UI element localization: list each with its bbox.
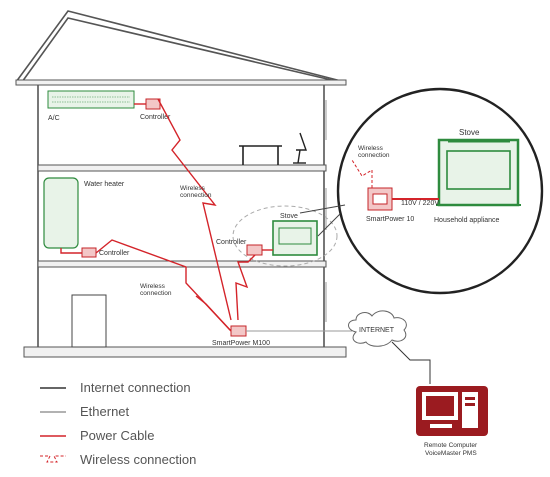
- stove-highlight: [232, 205, 338, 267]
- power-cables: [95, 239, 232, 332]
- controller-stove: [246, 244, 263, 256]
- controller-ac: [145, 98, 161, 110]
- smartpower-m100-label: SmartPower M100: [212, 340, 270, 347]
- legend: Internet connection Ethernet Power Cable…: [40, 380, 196, 467]
- zoom-household-label: Household appliance: [434, 217, 499, 224]
- table: [239, 145, 282, 165]
- controller-2-label: Controller: [99, 250, 130, 257]
- water-heater: [43, 177, 79, 249]
- internet-label: INTERNET: [359, 327, 395, 334]
- legend-swatch-wireless: [40, 455, 66, 463]
- legend-item-ethernet: Ethernet: [80, 404, 130, 419]
- controller-1-label: Controller: [140, 114, 171, 121]
- ac-label: A/C: [48, 115, 60, 122]
- internet-cloud: [348, 310, 407, 347]
- controller-3-label: Controller: [216, 239, 247, 246]
- remote-computer: Remote Computer VoiceMaster PMS: [416, 386, 488, 457]
- legend-item-wireless: Wireless connection: [80, 452, 196, 467]
- wireless-links: [157, 98, 256, 321]
- house: [15, 10, 347, 358]
- ac-unit: [47, 90, 135, 109]
- controller-heater: [81, 247, 97, 258]
- water-heater-label: Water heater: [84, 181, 125, 188]
- zoom-voltage: 110V / 220V: [401, 200, 439, 207]
- stove-label-small: Stove: [280, 213, 298, 220]
- door: [71, 294, 107, 348]
- ground: [23, 346, 347, 358]
- legend-item-internet: Internet connection: [80, 380, 191, 395]
- internet-line: [391, 341, 431, 384]
- stove-small: [272, 220, 318, 256]
- zoom-stove-label: Stove: [459, 128, 480, 137]
- smartpower-m100: [230, 325, 247, 337]
- chair: [293, 132, 307, 164]
- remote-line2: VoiceMaster PMS: [425, 450, 477, 457]
- zoom-smartpower-label: SmartPower 10: [366, 216, 414, 223]
- legend-item-power: Power Cable: [80, 428, 154, 443]
- remote-line1: Remote Computer: [424, 442, 478, 449]
- zoom-detail: Stove Household appliance 110V / 220V Sm…: [299, 87, 544, 295]
